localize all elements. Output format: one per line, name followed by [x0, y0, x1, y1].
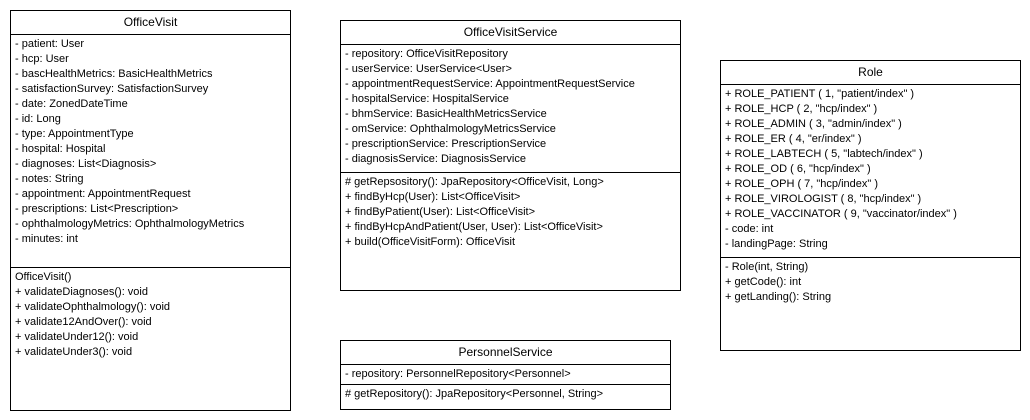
attribute: - code: int: [725, 223, 774, 235]
attribute: - diagnoses: List<Diagnosis>: [15, 158, 157, 170]
method: + getCode(): int: [725, 276, 802, 288]
method: + findByHcp(User): List<OfficeVisit>: [345, 191, 521, 203]
class-role[interactable]: Role + ROLE_PATIENT ( 1, "patient/index"…: [720, 60, 1021, 351]
method: + build(OfficeVisitForm): OfficeVisit: [345, 236, 516, 248]
class-name: PersonnelService: [341, 341, 670, 365]
method: + validateUnder3(): void: [15, 346, 133, 358]
attribute: - landingPage: String: [725, 238, 828, 250]
attribute: - hospital: Hospital: [15, 143, 106, 155]
attribute: - ophthalmologyMetrics: OphthalmologyMet…: [15, 218, 245, 230]
attribute: - appointmentRequestService: Appointment…: [345, 78, 635, 90]
class-name: OfficeVisit: [11, 11, 290, 35]
attribute: - id: Long: [15, 113, 61, 125]
attribute: + ROLE_LABTECH ( 5, "labtech/index" ): [725, 148, 923, 160]
methods-section: # getRepsository(): JpaRepository<Office…: [341, 172, 680, 250]
class-name: OfficeVisitService: [341, 21, 680, 45]
method: OfficeVisit(): [15, 271, 72, 283]
class-office-visit[interactable]: OfficeVisit - patient: User - hcp: User …: [10, 10, 291, 411]
attribute: - notes: String: [15, 173, 84, 185]
attribute: + ROLE_OD ( 6, "hcp/index" ): [725, 163, 871, 175]
attribute: - hospitalService: HospitalService: [345, 93, 509, 105]
attribute: + ROLE_PATIENT ( 1, "patient/index" ): [725, 88, 915, 100]
attribute: - omService: OphthalmologyMetricsService: [345, 123, 556, 135]
attributes-section: + ROLE_PATIENT ( 1, "patient/index" ) + …: [721, 85, 1020, 257]
attribute: + ROLE_VACCINATOR ( 9, "vaccinator/index…: [725, 208, 957, 220]
method: + findByPatient(User): List<OfficeVisit>: [345, 206, 536, 218]
attribute: + ROLE_VIROLOGIST ( 8, "hcp/index" ): [725, 193, 922, 205]
method: + validate12AndOver(): void: [15, 316, 152, 328]
attribute: - prescriptionService: PrescriptionServi…: [345, 138, 547, 150]
attribute: - bascHealthMetrics: BasicHealthMetrics: [15, 68, 213, 80]
methods-section: - Role(int, String) + getCode(): int + g…: [721, 257, 1020, 305]
attribute: - diagnosisService: DiagnosisService: [345, 153, 526, 165]
attributes-section: - repository: PersonnelRepository<Person…: [341, 365, 670, 384]
attribute: - hcp: User: [15, 53, 69, 65]
method: # getRepsository(): JpaRepository<Office…: [345, 176, 604, 188]
attribute: - repository: PersonnelRepository<Person…: [345, 368, 571, 380]
method: + findByHcpAndPatient(User, User): List<…: [345, 221, 603, 233]
attributes-section: - repository: OfficeVisitRepository - us…: [341, 45, 680, 172]
methods-section: OfficeVisit() + validateDiagnoses(): voi…: [11, 267, 290, 360]
method: + validateUnder12(): void: [15, 331, 139, 343]
attribute: + ROLE_ER ( 4, "er/index" ): [725, 133, 862, 145]
attribute: - patient: User: [15, 38, 85, 50]
attribute: - bhmService: BasicHealthMetricsService: [345, 108, 547, 120]
method: + getLanding(): String: [725, 291, 832, 303]
attribute: + ROLE_ADMIN ( 3, "admin/index" ): [725, 118, 902, 130]
attribute: - userService: UserService<User>: [345, 63, 512, 75]
methods-section: # getRepository(): JpaRepository<Personn…: [341, 384, 670, 402]
attribute: - appointment: AppointmentRequest: [15, 188, 191, 200]
attribute: - date: ZonedDateTime: [15, 98, 128, 110]
attribute: - prescriptions: List<Prescription>: [15, 203, 179, 215]
attribute: + ROLE_HCP ( 2, "hcp/index" ): [725, 103, 878, 115]
method: + validateOphthalmology(): void: [15, 301, 170, 313]
attribute: - type: AppointmentType: [15, 128, 134, 140]
method: - Role(int, String): [725, 261, 809, 273]
attributes-section: - patient: User - hcp: User - bascHealth…: [11, 35, 290, 267]
attribute: + ROLE_OPH ( 7, "hcp/index" ): [725, 178, 879, 190]
class-personnel-service[interactable]: PersonnelService - repository: Personnel…: [340, 340, 671, 410]
method: # getRepository(): JpaRepository<Personn…: [345, 388, 604, 400]
attribute: - minutes: int: [15, 233, 78, 245]
class-name: Role: [721, 61, 1020, 85]
attribute: - repository: OfficeVisitRepository: [345, 48, 508, 60]
method: + validateDiagnoses(): void: [15, 286, 148, 298]
class-office-visit-service[interactable]: OfficeVisitService - repository: OfficeV…: [340, 20, 681, 291]
attribute: - satisfactionSurvey: SatisfactionSurvey: [15, 83, 209, 95]
